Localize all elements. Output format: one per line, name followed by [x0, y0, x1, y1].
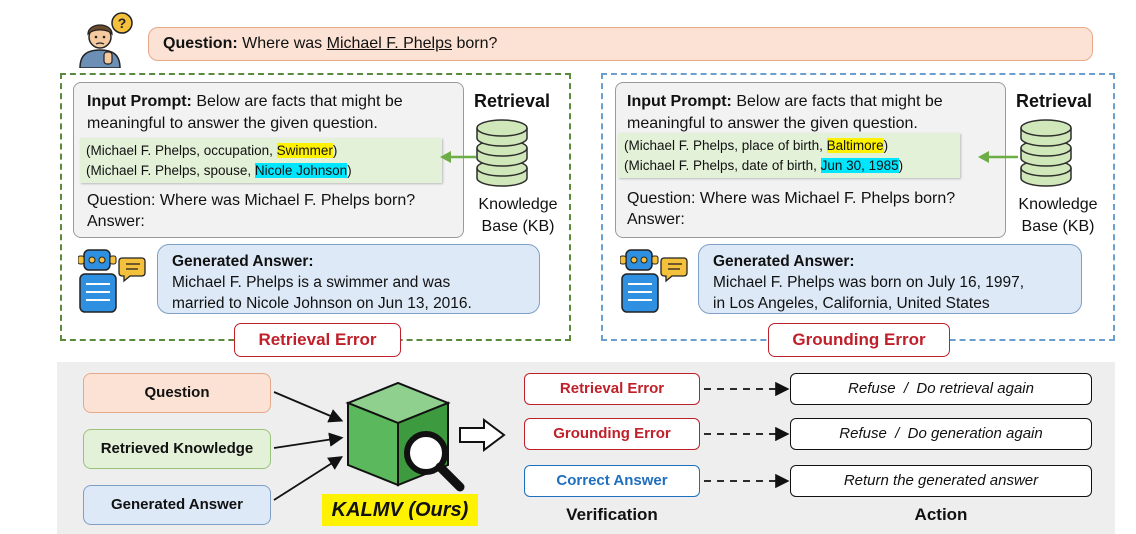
right-prompt-label: Input Prompt:	[627, 93, 732, 110]
verification-correct-answer: Correct Answer	[524, 465, 700, 497]
right-prompt-text1: Below are facts that might be	[736, 93, 943, 110]
left-generated-label: Generated Answer:	[172, 253, 314, 270]
database-icon	[1020, 119, 1072, 187]
right-fact1-value: Baltimore	[826, 138, 884, 153]
left-prompt-line1: Input Prompt: Below are facts that might…	[87, 91, 403, 113]
left-retrieval-arrow	[440, 151, 476, 163]
input-arrows	[273, 391, 344, 501]
hollow-arrow-icon	[459, 418, 506, 452]
question-bar: Question: Where was Michael F. Phelps bo…	[148, 27, 1093, 61]
right-generated-line1: Michael F. Phelps was born on July 16, 1…	[713, 274, 1025, 291]
input-question-box: Question	[83, 373, 271, 413]
left-fact2-value: Nicole Johnson	[254, 163, 348, 178]
database-icon	[476, 119, 528, 187]
question-suffix: born?	[456, 35, 498, 52]
right-retrieval-title: Retrieval	[1016, 91, 1093, 111]
question-prefix: Where was	[242, 35, 323, 52]
verification-retrieval-error: Retrieval Error	[524, 373, 700, 405]
left-generated-line1: Michael F. Phelps is a swimmer and was	[172, 274, 451, 291]
robot-icon	[620, 249, 688, 313]
robot-icon	[78, 249, 146, 313]
action-return-answer: Return the generated answer	[790, 465, 1092, 497]
left-prompt-text1: Below are facts that might be	[196, 93, 403, 110]
verifier-cube-icon	[345, 381, 465, 492]
right-fact1: (Michael F. Phelps, place of birth, Balt…	[624, 138, 889, 153]
confused-user-icon: ?	[79, 12, 133, 68]
right-answer-line: Answer:	[627, 211, 685, 228]
right-prompt-line2: meaningful to answer the given question.	[627, 115, 918, 132]
left-prompt-line2: meaningful to answer the given question.	[87, 115, 378, 132]
verification-column-label: Verification	[566, 505, 658, 524]
right-retrieval-arrow	[978, 151, 1018, 163]
right-facts-box: (Michael F. Phelps, place of birth, Balt…	[618, 133, 960, 178]
right-fact2: (Michael F. Phelps, date of birth, Jun 3…	[624, 158, 904, 173]
speech-bubble-icon	[118, 257, 146, 283]
right-prompt-line1: Input Prompt: Below are facts that might…	[627, 91, 943, 113]
right-generated-answer-box: Generated Answer: Michael F. Phelps was …	[698, 244, 1082, 314]
question-entity: Michael F. Phelps	[326, 35, 452, 52]
action-column-label: Action	[914, 505, 968, 524]
left-generated-answer-box: Generated Answer: Michael F. Phelps is a…	[157, 244, 540, 314]
question-label: Question:	[163, 35, 238, 52]
left-question-line: Question: Where was Michael F. Phelps bo…	[87, 192, 416, 209]
input-generated-answer-box: Generated Answer	[83, 485, 271, 525]
input-retrieved-knowledge-box: Retrieved Knowledge	[83, 429, 271, 469]
left-fact1-value: Swimmer	[276, 143, 333, 158]
grounding-error-badge: Grounding Error	[768, 323, 950, 357]
svg-text:?: ?	[118, 15, 127, 31]
right-generated-line2: in Los Angeles, California, United State…	[713, 295, 990, 312]
action-generation-again: Refuse / Do generation again	[790, 418, 1092, 450]
kalmv-model-label: KALMV (Ours)	[322, 494, 478, 526]
right-generated-label: Generated Answer:	[713, 253, 855, 270]
right-fact2-value: Jun 30, 1985	[820, 158, 899, 173]
dashed-action-arrows	[704, 381, 790, 489]
left-generated-line2: married to Nicole Johnson on Jun 13, 201…	[172, 295, 472, 312]
left-facts-box: (Michael F. Phelps, occupation, Swimmer)…	[80, 138, 442, 183]
verification-grounding-error: Grounding Error	[524, 418, 700, 450]
left-fact2: (Michael F. Phelps, spouse, Nicole Johns…	[86, 163, 352, 178]
magnifier-icon	[404, 431, 465, 492]
left-answer-line: Answer:	[87, 213, 145, 230]
right-question-line: Question: Where was Michael F. Phelps bo…	[627, 190, 956, 207]
action-retrieval-again: Refuse / Do retrieval again	[790, 373, 1092, 405]
left-prompt-label: Input Prompt:	[87, 93, 192, 110]
retrieval-error-badge: Retrieval Error	[234, 323, 401, 357]
left-retrieval-title: Retrieval	[474, 91, 551, 111]
speech-bubble-icon	[660, 257, 688, 283]
left-fact1: (Michael F. Phelps, occupation, Swimmer)	[86, 143, 338, 158]
